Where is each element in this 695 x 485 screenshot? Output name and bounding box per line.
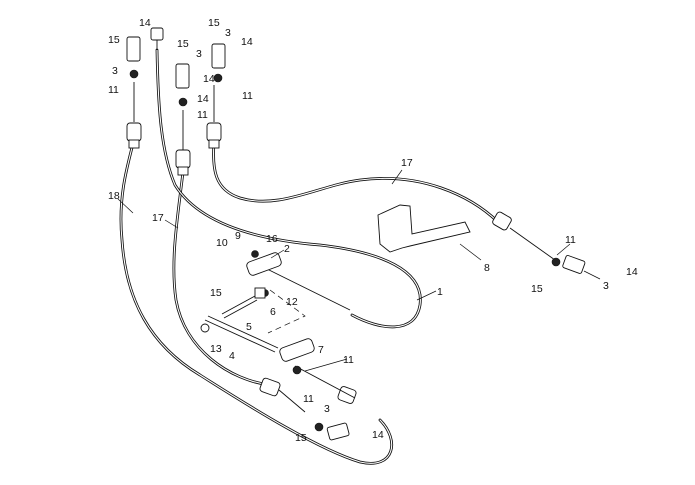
cable-fittings	[126, 122, 512, 404]
callout-3: 3	[196, 48, 202, 60]
callout-8: 8	[484, 262, 490, 274]
callout-15: 15	[295, 432, 307, 444]
top-knob	[150, 27, 164, 41]
clevis-parts	[126, 36, 586, 441]
plate-7	[279, 338, 315, 362]
callout-14: 14	[241, 36, 253, 48]
assembly-guide	[267, 289, 306, 334]
callout-16: 16	[266, 233, 278, 245]
callout-9: 9	[235, 230, 241, 242]
callout-14: 14	[626, 266, 638, 278]
callout-11: 11	[108, 84, 119, 96]
callout-6: 6	[270, 306, 276, 318]
callout-11: 11	[565, 234, 576, 246]
cable-18	[119, 138, 394, 465]
callout-14: 14	[139, 17, 151, 29]
cable-17-upper	[212, 140, 500, 224]
nuts	[129, 69, 561, 432]
plate-2	[246, 252, 282, 276]
callout-11: 11	[343, 354, 354, 366]
callout-18: 18	[108, 190, 120, 202]
block-6	[254, 287, 266, 299]
callout-3: 3	[603, 280, 609, 292]
callout-13: 13	[210, 343, 222, 355]
bracket-8	[377, 204, 471, 253]
callout-14: 14	[197, 93, 209, 105]
callout-11: 11	[242, 90, 253, 102]
callout-11: 11	[303, 393, 314, 405]
callout-11: 11	[197, 109, 208, 121]
leader-lines	[117, 169, 601, 372]
callout-17: 17	[152, 212, 164, 224]
callout-3: 3	[225, 27, 231, 39]
callout-3: 3	[112, 65, 118, 77]
rod-4	[204, 319, 276, 353]
callout-17: 17	[401, 157, 413, 169]
cable-17-lower	[172, 170, 272, 387]
callout-15: 15	[108, 34, 120, 46]
callout-3: 3	[324, 403, 330, 415]
cable-1	[155, 48, 422, 329]
callout-5: 5	[246, 321, 252, 333]
callout-12: 12	[286, 296, 298, 308]
callout-labels: 14 15 15 15 3 3 14 3 14 11 14 11 11 17 1…	[108, 17, 638, 444]
callout-7: 7	[318, 344, 324, 356]
rod-5	[221, 295, 256, 315]
washer-13	[200, 323, 210, 333]
callout-1: 1	[437, 286, 443, 298]
callout-15: 15	[210, 287, 222, 299]
callout-14: 14	[372, 429, 384, 441]
callout-14: 14	[203, 73, 215, 85]
inner-rods	[133, 30, 556, 413]
callout-15: 15	[208, 17, 220, 29]
callout-10: 10	[216, 237, 228, 249]
callout-15: 15	[531, 283, 543, 295]
callout-4: 4	[229, 350, 235, 362]
callout-15: 15	[177, 38, 189, 50]
callout-2: 2	[284, 243, 290, 255]
